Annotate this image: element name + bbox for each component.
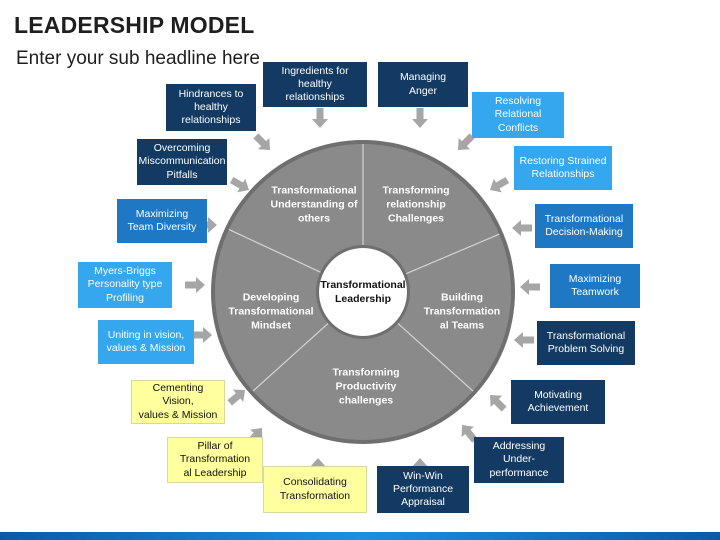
segment-label-mindset: Developing Transformational Mindset <box>228 291 314 333</box>
box-consolidating-transformation: Consolidating Transformation <box>263 466 367 513</box>
arrow-icon <box>312 108 328 128</box>
box-label: Maximizing Team Diversity <box>127 207 197 233</box>
segment-label-productivity: Transforming Productivity challenges <box>332 366 400 408</box>
box-label: Overcoming Miscommunication Pitfalls <box>138 142 226 181</box>
box-label: Transformational Decision-Making <box>544 212 624 238</box>
arrow-icon <box>512 220 532 236</box>
wheel-divider <box>228 228 324 274</box>
wheel-divider <box>395 320 474 392</box>
box-label: Restoring Strained Relationships <box>519 154 607 180</box>
box-miscommunication: Overcoming Miscommunication Pitfalls <box>137 139 227 185</box>
wheel-divider <box>252 320 331 392</box>
arrow-icon <box>520 279 540 295</box>
box-label: Consolidating Transformation <box>279 476 351 502</box>
arrow-icon <box>461 425 478 443</box>
box-label: Motivating Achievement <box>527 388 589 414</box>
arrow-icon <box>412 108 428 128</box>
box-label: Maximizing Teamwork <box>568 272 622 298</box>
box-restoring-relationships: Restoring Strained Relationships <box>514 146 612 190</box>
box-problem-solving: Transformational Problem Solving <box>537 321 635 365</box>
arrow-icon <box>192 327 212 343</box>
box-label: Addressing Under- performance <box>489 440 549 479</box>
box-label: Transformational Problem Solving <box>546 329 626 355</box>
box-label: Win-Win Performance Appraisal <box>392 469 454 509</box>
box-label: Pillar of Transformation al Leadership <box>179 440 251 479</box>
arrow-icon <box>227 389 245 406</box>
arrow-icon <box>490 176 510 193</box>
segment-label-relationship: Transforming relationship Challenges <box>382 184 450 226</box>
box-label: Hindrances to healthy relationships <box>178 87 244 127</box>
page-title: LEADERSHIP MODEL <box>14 12 255 38</box>
box-label: Uniting in vision, values & Mission <box>106 328 186 354</box>
box-managing-anger: Managing Anger <box>378 62 468 107</box>
box-uniting-vision: Uniting in vision, values & Mission <box>98 320 194 364</box>
box-motivating-achievement: Motivating Achievement <box>511 380 605 424</box>
box-hindrances: Hindrances to healthy relationships <box>166 84 256 131</box>
arrow-icon <box>229 176 249 193</box>
box-myers-briggs: Myers-Briggs Personality type Profiling <box>78 262 172 308</box>
box-label: Managing Anger <box>399 71 447 97</box>
arrow-icon <box>185 277 205 293</box>
box-underperformance: Addressing Under- performance <box>474 437 564 483</box>
center-circle <box>319 248 407 336</box>
arrow-icon <box>514 332 534 348</box>
footer-bar <box>0 532 720 540</box>
box-pillar: Pillar of Transformation al Leadership <box>167 437 263 483</box>
arrow-icon <box>490 395 507 412</box>
box-team-diversity: Maximizing Team Diversity <box>117 199 207 243</box>
segment-label-understanding: Transformational Understanding of others <box>270 184 358 226</box>
arrow-icon <box>197 217 217 233</box>
box-label: Ingredients for healthy relationships <box>281 64 349 104</box>
arrow-icon <box>458 133 475 150</box>
box-label: Myers-Briggs Personality type Profiling <box>87 265 163 304</box>
box-decision-making: Transformational Decision-Making <box>535 204 633 248</box>
wheel-divider <box>403 233 500 276</box>
box-ingredients: Ingredients for healthy relationships <box>263 62 367 107</box>
center-label: Transformational Leadership <box>320 278 406 305</box>
arrow-icon <box>253 133 270 150</box>
box-cementing-vision: Cementing Vision, values & Mission <box>131 380 225 424</box>
box-performance-appraisal: Win-Win Performance Appraisal <box>377 466 469 513</box>
box-label: Resolving Relational Conflicts <box>494 95 542 134</box>
box-label: Cementing Vision, values & Mission <box>138 382 218 421</box>
segment-label-teams: Building Transformation al Teams <box>423 291 501 333</box>
box-maximizing-teamwork: Maximizing Teamwork <box>550 264 640 308</box>
page-subtitle: Enter your sub headline here <box>16 48 260 69</box>
box-resolving-conflicts: Resolving Relational Conflicts <box>472 92 564 138</box>
